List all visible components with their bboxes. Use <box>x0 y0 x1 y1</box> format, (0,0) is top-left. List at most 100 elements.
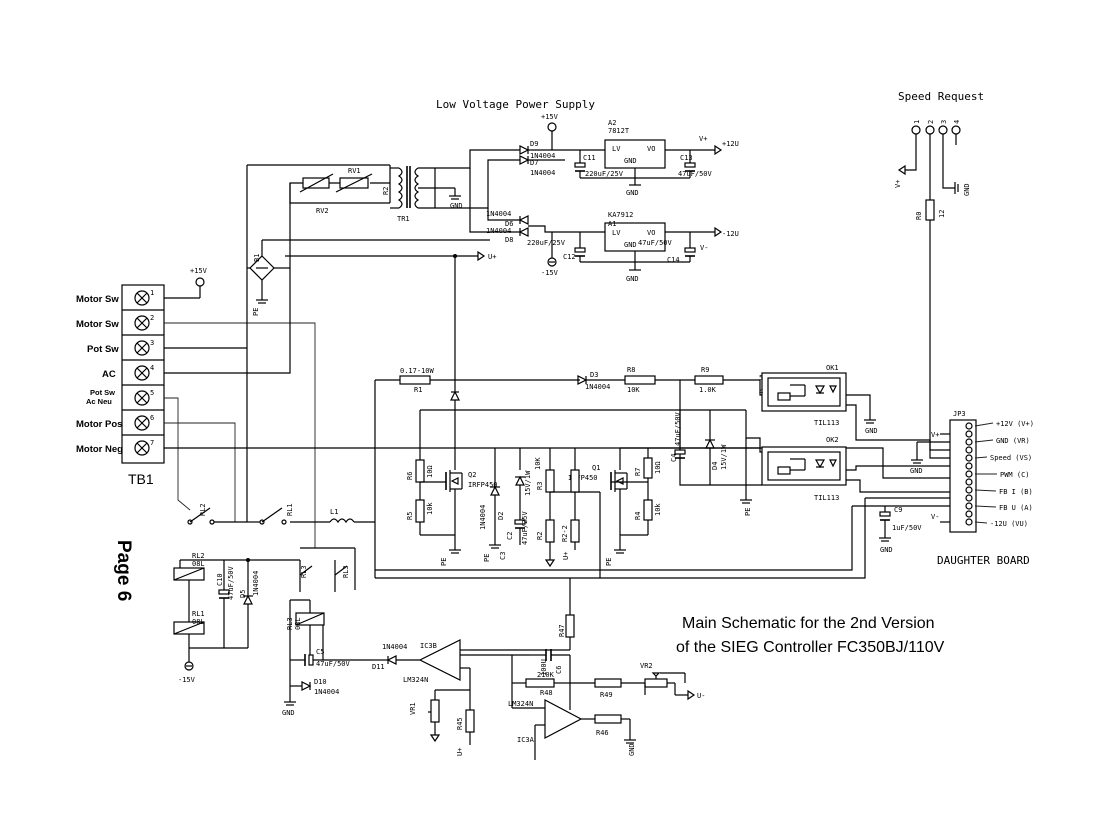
wire-sec-top <box>435 149 520 169</box>
svg-text:D5: D5 <box>239 590 247 598</box>
svg-text:V+: V+ <box>931 431 939 439</box>
relay-coils: RL2 08L RL1 08L -15V C10 47uF/50V D5 1N4… <box>173 552 300 684</box>
svg-text:RV2: RV2 <box>316 207 329 215</box>
svg-text:47uF/50V: 47uF/50V <box>638 239 673 247</box>
svg-text:D8: D8 <box>505 236 513 244</box>
svg-text:4: 4 <box>953 120 961 124</box>
svg-text:V-: V- <box>931 513 939 521</box>
svg-text:R7: R7 <box>634 468 642 476</box>
uplus-rail: U+ <box>285 250 496 380</box>
svg-text:7812T: 7812T <box>608 127 630 135</box>
svg-text:-15V: -15V <box>178 676 196 684</box>
svg-text:GND: GND <box>628 743 636 756</box>
svg-text:R1: R1 <box>414 386 422 394</box>
opamp-ic3b: IC3B LM324N <box>403 639 570 691</box>
potentiometer-vr2: U- VR2 <box>640 662 705 701</box>
svg-text:R47: R47 <box>558 624 566 637</box>
capacitor-c4: 47uF/50V C4 <box>670 410 686 462</box>
svg-text:LV: LV <box>612 229 621 237</box>
svg-text:R45: R45 <box>456 717 464 730</box>
svg-text:3: 3 <box>150 339 154 347</box>
svg-text:C10: C10 <box>216 573 224 586</box>
svg-text:R8: R8 <box>627 366 635 374</box>
svg-text:2: 2 <box>150 314 154 322</box>
svg-text:1N4004: 1N4004 <box>314 688 339 696</box>
middle-network: R3 10K D2 1N4004 15V/1W 47uF/25V C2 C3 P… <box>479 448 601 578</box>
svg-text:B1: B1 <box>253 254 261 262</box>
svg-text:GND: GND <box>865 427 878 435</box>
resistor-r7: R7 10Ω <box>611 448 662 500</box>
svg-text:47uF/50V: 47uF/50V <box>678 170 713 178</box>
svg-text:08L: 08L <box>192 618 205 626</box>
svg-text:IRFP450: IRFP450 <box>568 474 598 482</box>
opto-wiring: GND PE <box>420 380 950 516</box>
svg-text:IC3A: IC3A <box>517 736 535 744</box>
relay-contact-rl3: RL3 RL3 <box>299 547 356 592</box>
bridge-b1: B1 PE <box>247 239 490 316</box>
p15v-tb1-symbol: +15V <box>164 267 208 299</box>
svg-text:3: 3 <box>940 120 948 124</box>
svg-text:PE: PE <box>440 558 448 566</box>
svg-text:VR2: VR2 <box>640 662 653 670</box>
diode-d1 <box>450 380 460 420</box>
resistor-r48: 210K R48 <box>511 655 571 697</box>
caption-line-1: Main Schematic for the 2nd Version <box>682 615 935 632</box>
svg-text:GND: GND <box>450 202 463 210</box>
svg-text:LV: LV <box>612 145 621 153</box>
svg-text:1uF/50V: 1uF/50V <box>892 524 922 532</box>
regulator-a2: 7812T A2 LV VO GND V+ +12U GND <box>604 119 739 197</box>
jp3-pin-12v: +12V (V+) <box>996 420 1034 428</box>
svg-text:U-: U- <box>697 692 705 700</box>
svg-text:GND: GND <box>624 241 637 249</box>
svg-text:4: 4 <box>150 364 154 372</box>
svg-text:RL1: RL1 <box>192 610 205 618</box>
svg-text:1N4004: 1N4004 <box>486 227 511 235</box>
resistor-r45: R45 U+ <box>456 690 475 756</box>
svg-text:VO: VO <box>647 145 655 153</box>
svg-text:10K: 10K <box>627 386 640 394</box>
potentiometer-vr1: VR1 <box>409 690 441 743</box>
transformer-tr1: TR1 <box>390 166 455 223</box>
diode-d7: D7 1N4004 <box>519 155 565 177</box>
svg-text:10k: 10k <box>654 503 662 516</box>
svg-text:1: 1 <box>913 120 921 124</box>
svg-text:OK2: OK2 <box>826 436 839 444</box>
mosfet-q2: Q2 IRFP450 PE <box>440 420 498 566</box>
tb1-label-pot-sw-2: Pot Sw <box>90 388 115 397</box>
svg-text:RL2: RL2 <box>192 552 205 560</box>
svg-text:C11: C11 <box>583 154 596 162</box>
speed-request-title: Speed Request <box>898 90 984 103</box>
svg-text:R3: R3 <box>536 482 544 490</box>
svg-text:R49: R49 <box>600 691 613 699</box>
jp3-pin-speed: Speed (VS) <box>990 454 1032 462</box>
svg-text:PE: PE <box>605 558 613 566</box>
wire-sec-2 <box>435 159 520 209</box>
svg-text:+15V: +15V <box>190 267 208 275</box>
svg-text:U+: U+ <box>488 253 496 261</box>
svg-text:D2: D2 <box>497 512 505 520</box>
relay-contact-rl1: RL1 <box>247 503 294 525</box>
capacitor-c13: C13 47uF/50V <box>678 150 713 178</box>
connector-jp3: JP3 +12V (V+) GND (VR) Speed (VS) PWM (C… <box>910 410 1034 533</box>
svg-text:220uF/25V: 220uF/25V <box>527 239 566 247</box>
svg-text:R5: R5 <box>406 512 414 520</box>
svg-text:+12U: +12U <box>722 140 739 148</box>
svg-text:1N4004: 1N4004 <box>530 152 555 160</box>
svg-text:JP3: JP3 <box>953 410 966 418</box>
tb1-label-pot-sw: Pot Sw <box>87 344 119 355</box>
svg-text:LM324N: LM324N <box>508 700 533 708</box>
svg-text:IC3B: IC3B <box>420 642 437 650</box>
svg-text:RL3: RL3 <box>342 565 350 578</box>
svg-text:TIL113: TIL113 <box>814 419 839 427</box>
page-number: Page 6 <box>113 540 134 601</box>
svg-text:VO: VO <box>647 229 655 237</box>
svg-text:PE: PE <box>252 308 260 316</box>
svg-text:RL1: RL1 <box>286 503 294 516</box>
capacitor-c5: C5 47uF/50V <box>290 648 372 668</box>
svg-text:10Ω: 10Ω <box>654 461 662 474</box>
svg-text:47uF/50V: 47uF/50V <box>316 660 351 668</box>
svg-text:GND: GND <box>880 546 893 554</box>
svg-text:R4: R4 <box>634 512 642 520</box>
svg-text:C3: C3 <box>499 552 507 560</box>
svg-text:R48: R48 <box>540 689 553 697</box>
